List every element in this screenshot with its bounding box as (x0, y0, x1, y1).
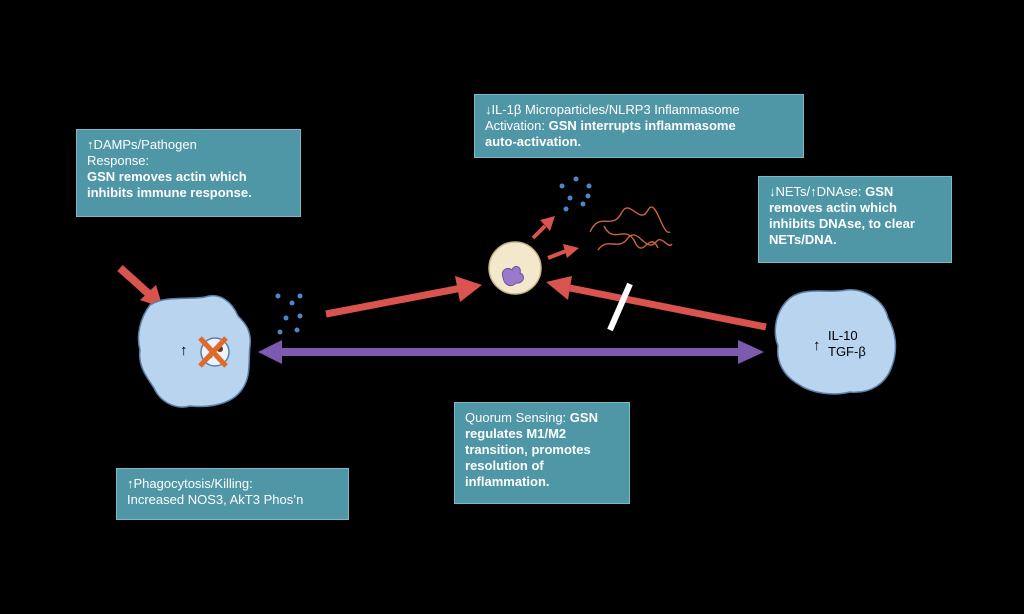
left-macrophage-cell (137, 295, 252, 408)
il1b-line2: Activation: GSN interrupts inflammasome (485, 118, 793, 134)
right-cell-il10-label: IL-10 (828, 328, 858, 343)
quorum-sensing-box: Quorum Sensing: GSN regulates M1/M2 tran… (454, 402, 630, 504)
nets-text-line2: inhibits DNAse, to clear (769, 216, 915, 231)
quorum-text-line2: transition, promotes (465, 442, 591, 457)
damps-title: ↑DAMPs/Pathogen (87, 137, 197, 152)
nets-text-line1: removes actin which (769, 200, 897, 215)
nets-dna-strands (589, 206, 673, 251)
quorum-text-line4: inflammation. (465, 474, 550, 489)
top-microparticles (559, 176, 592, 212)
phago-title: ↑Phagocytosis/Killing: (127, 476, 253, 491)
il1b-text-part2: auto-activation. (485, 134, 582, 149)
left-microparticles (275, 293, 303, 335)
quorum-gsn: GSN (569, 410, 598, 425)
right-cell-up-arrow: ↑ (813, 337, 821, 354)
quorum-line1: Quorum Sensing: GSN (465, 410, 619, 426)
right-cell-tgfb-label: TGF-β (828, 344, 866, 359)
left-cell-up-arrow: ↑ (180, 342, 188, 359)
damps-text-line2: inhibits immune response. (87, 185, 252, 200)
nets-title: ↓NETs/↑DNAse: (769, 184, 866, 199)
quorum-text-line3: resolution of (465, 458, 544, 473)
damps-text-line1: GSN removes actin which (87, 169, 247, 184)
red-arrow-to-nets (547, 244, 579, 260)
quorum-sensing-double-arrow (258, 340, 764, 364)
inhibition-bar-icon (607, 282, 633, 332)
red-arrow-to-particles (531, 216, 555, 240)
il1b-inflammasome-box: ↓IL-1β Microparticles/NLRP3 Inflammasome… (474, 94, 804, 158)
il1b-text-part1: GSN interrupts inflammasome (548, 118, 736, 133)
nets-gsn: GSN (865, 184, 894, 199)
il1b-title: ↓IL-1β Microparticles/NLRP3 Inflammasome (485, 102, 740, 117)
phagocytosis-box: ↑Phagocytosis/Killing: Increased NOS3, A… (116, 468, 349, 520)
damps-subtitle: Response: (87, 153, 150, 168)
inflammasome-icon (501, 265, 524, 287)
right-macrophage-cell (774, 289, 897, 395)
red-arrow-to-center (325, 276, 482, 318)
nets-line1: ↓NETs/↑DNAse: GSN (769, 184, 941, 200)
quorum-text-line1: regulates M1/M2 (465, 426, 567, 441)
damps-response-box: ↑DAMPs/Pathogen Response: GSN removes ac… (76, 129, 301, 217)
quorum-title: Quorum Sensing: (465, 410, 570, 425)
phago-text: Increased NOS3, AkT3 Phos’n (127, 492, 304, 507)
nets-text-line3: NETs/DNA. (769, 232, 837, 247)
il1b-activation-label: Activation: (485, 118, 549, 133)
red-arrow-from-right (546, 276, 767, 331)
x-marked-organelle-icon (198, 336, 230, 368)
nets-dnase-box: ↓NETs/↑DNAse: GSN removes actin which in… (758, 176, 952, 263)
